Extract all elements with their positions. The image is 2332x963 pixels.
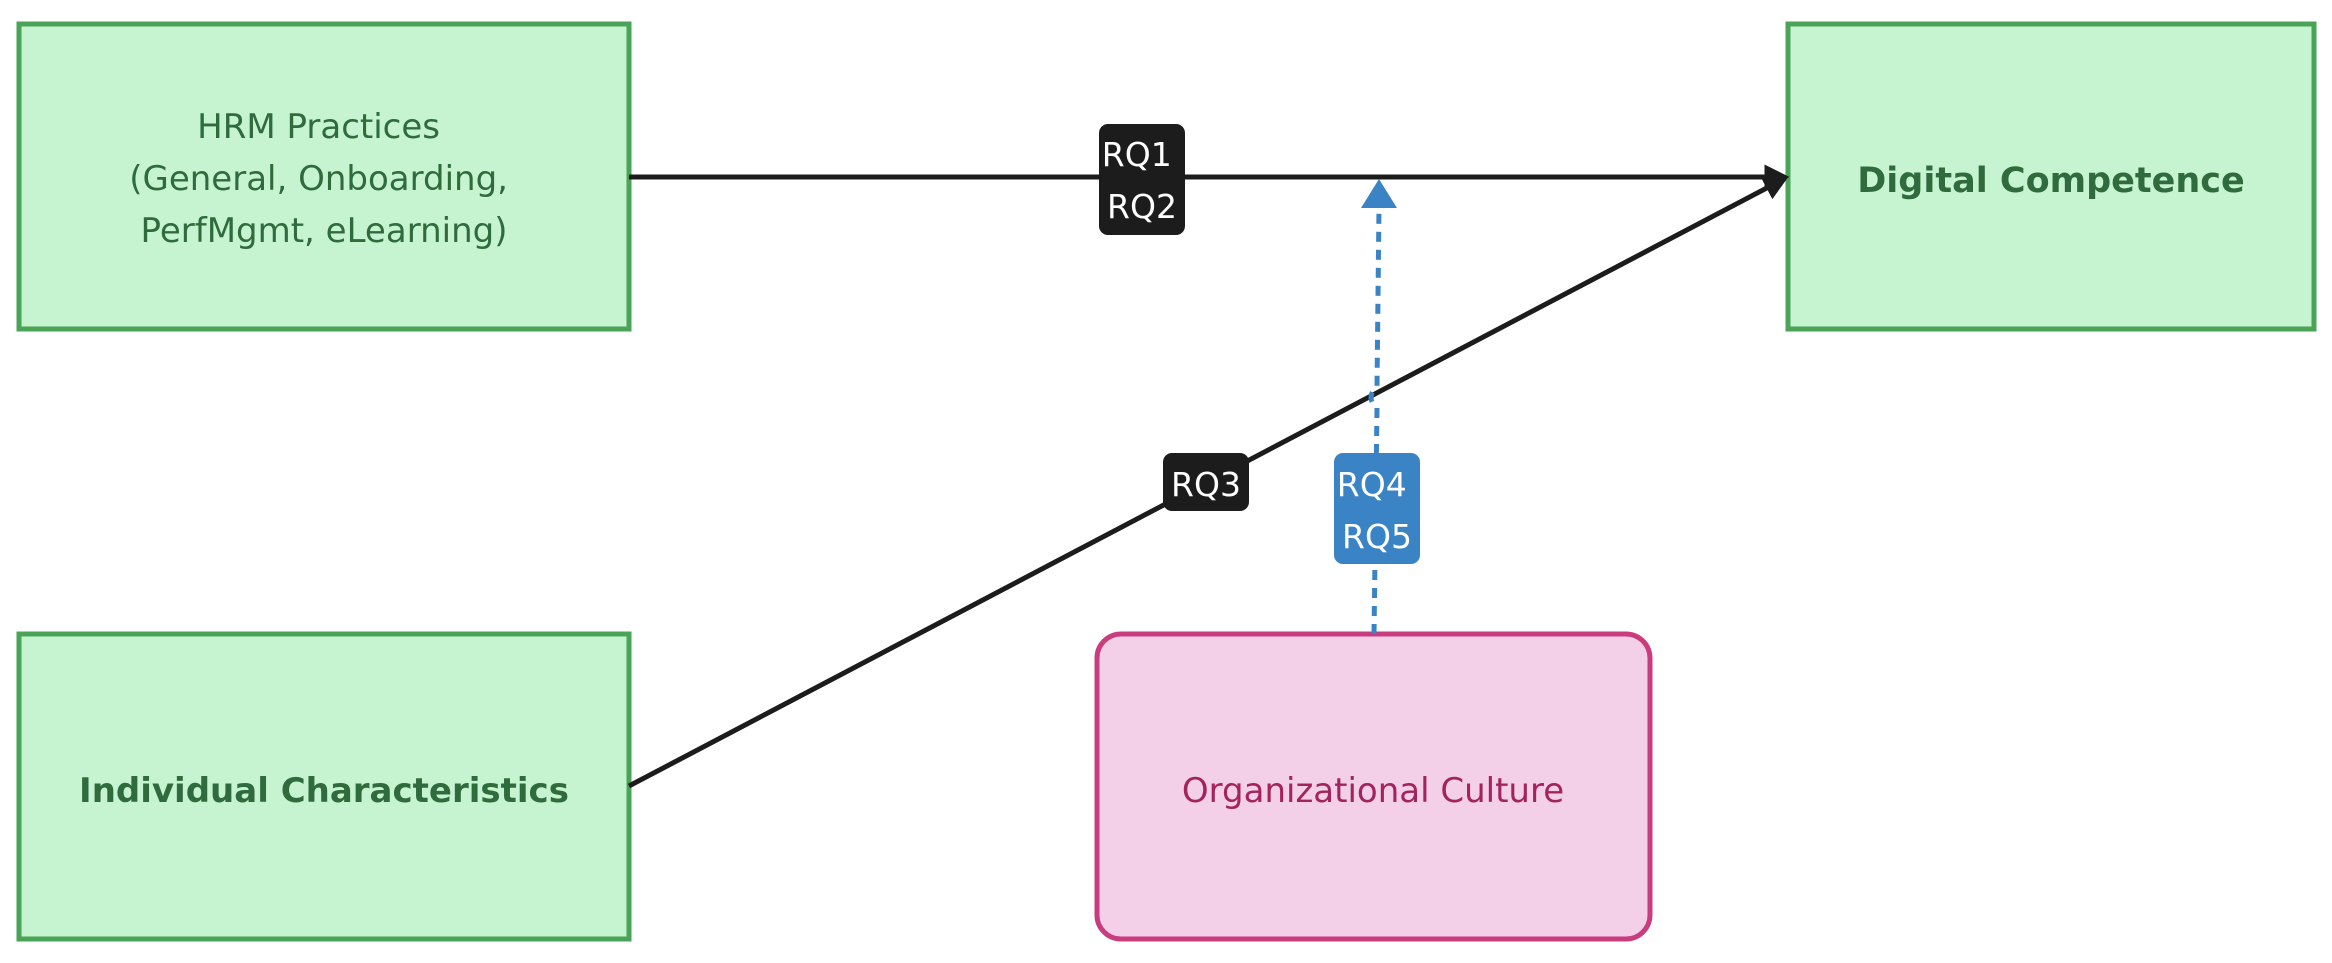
node-individual-characteristics-box [16, 631, 632, 942]
node-individual-characteristics: Individual Characteristics [16, 631, 632, 942]
edge-label-rq3: RQ3 [1163, 453, 1249, 511]
edge-culture-moderation [1368, 207, 1382, 635]
edge-label-rq4: RQ4 [1337, 465, 1407, 504]
edge-label-rq3-text: RQ3 [1171, 465, 1241, 504]
node-hrm-practices: HRM Practices (General, Onboarding, Perf… [16, 21, 632, 332]
svg-text:RQ4 RQ5: RQ4 RQ5 [1337, 465, 1417, 556]
node-digital-competence-label: Digital Competence [1857, 161, 2245, 201]
node-hrm-line-1: HRM Practices [197, 107, 440, 147]
edge-label-rq4-rq5: RQ4 RQ5 [1334, 453, 1420, 564]
edge-label-rq1-rq2-badge [1099, 124, 1185, 235]
edge-label-rq4-rq5-badge [1334, 453, 1420, 564]
node-digital-competence-box [1785, 21, 2317, 332]
edge-label-rq2: RQ2 [1107, 187, 1177, 226]
node-organizational-culture-label: Organizational Culture [1182, 771, 1564, 811]
edge-label-rq1-rq2: RQ1 RQ2 [1099, 124, 1185, 235]
node-hrm-line-3: PerfMgmt, eLearning) [141, 211, 508, 251]
edge-label-rq1: RQ1 [1102, 135, 1172, 174]
node-hrm-practices-label: HRM Practices (General, Onboarding, Perf… [129, 107, 519, 251]
node-hrm-line-2: (General, Onboarding, [129, 159, 508, 199]
node-organizational-culture-box [1094, 631, 1653, 942]
edge-label-rq3-badge [1163, 453, 1249, 511]
node-hrm-practices-box [16, 21, 632, 332]
node-individual-characteristics-label: Individual Characteristics [79, 771, 569, 811]
moderation-arrowhead [1361, 179, 1397, 208]
edge-label-rq5: RQ5 [1342, 517, 1412, 556]
node-digital-competence: Digital Competence [1785, 21, 2317, 332]
svg-text:RQ1 RQ2: RQ1 RQ2 [1102, 135, 1182, 226]
node-organizational-culture: Organizational Culture [1094, 631, 1653, 942]
